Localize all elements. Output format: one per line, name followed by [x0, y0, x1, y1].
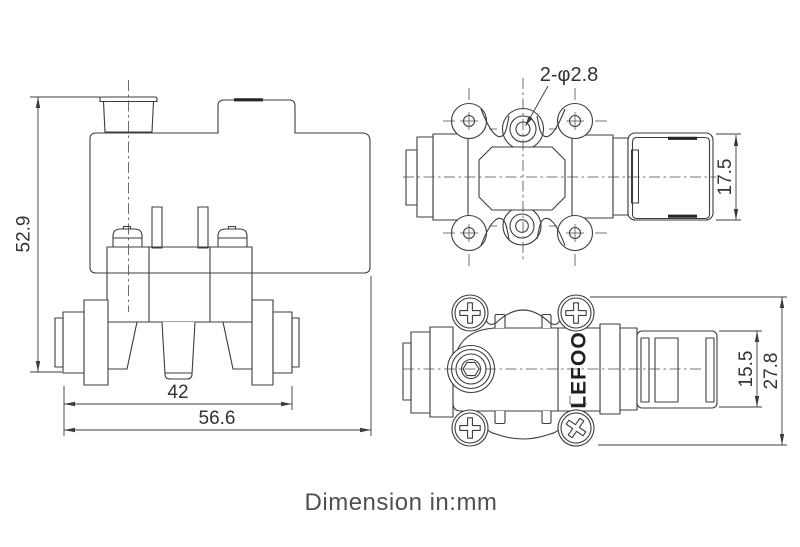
- dimension-holes: 2-φ2.8: [525, 64, 598, 127]
- dimension-front-height: 52.9: [14, 96, 100, 373]
- dimension-coil-width: 17.5: [715, 133, 741, 221]
- top-coil: [571, 132, 714, 221]
- flange-dip: [485, 427, 561, 440]
- caption-units: Dimension in:mm: [305, 489, 498, 516]
- hex-socket: [462, 361, 480, 377]
- screw-cap: [112, 225, 143, 247]
- front-view: 52.9 42 56.6: [14, 80, 372, 436]
- brand-logo-text: LEFOO: [568, 331, 591, 408]
- phillips-screw: [557, 294, 595, 332]
- top-view: 2-φ2.8 17.5: [403, 64, 741, 266]
- phillips-screw: [451, 409, 489, 447]
- boss-cap: [99, 96, 158, 103]
- tab: [541, 411, 552, 425]
- hole-boss-bottom: [502, 206, 542, 246]
- tab: [494, 411, 506, 425]
- phillips-screw: [451, 294, 489, 332]
- dimension-port-span: 42: [63, 382, 293, 436]
- quick-connect-fitting-right: [251, 299, 300, 386]
- dimension-overall-height: 27.8: [590, 296, 787, 446]
- side-view: LEFOO 15.5 27.8: [402, 294, 787, 454]
- terminal-pin: [151, 206, 163, 249]
- center-plate: [478, 146, 566, 211]
- flange-hump: [485, 309, 561, 326]
- ear-holes: [460, 112, 584, 242]
- underside-profile: [108, 321, 252, 370]
- dimension-overall-width: 56.6: [64, 276, 372, 436]
- side-fitting-left: [402, 326, 454, 418]
- dim-label-port-span: 42: [167, 382, 188, 403]
- bottom-port: [161, 321, 196, 380]
- dim-label-overall-height: 27.8: [761, 353, 782, 390]
- dim-label-holes: 2-φ2.8: [540, 64, 599, 86]
- quick-connect-fitting-left: [54, 299, 109, 386]
- dim-label-front-height: 52.9: [14, 216, 35, 253]
- tab: [541, 313, 552, 328]
- screw-cap: [217, 225, 248, 247]
- dimension-coil-height: 15.5: [719, 330, 762, 408]
- dim-label-overall-width: 56.6: [199, 408, 236, 429]
- dim-label-coil-height: 15.5: [736, 351, 757, 388]
- dim-label-coil-width: 17.5: [715, 159, 736, 196]
- centerline-stubs: [443, 88, 607, 266]
- terminal-pin: [197, 206, 209, 249]
